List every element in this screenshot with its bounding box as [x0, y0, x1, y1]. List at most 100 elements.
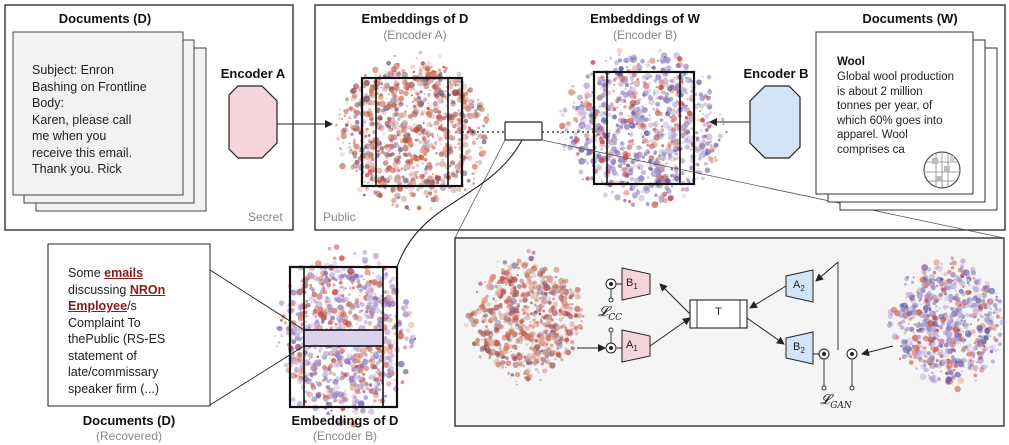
embedding-point — [645, 73, 651, 79]
embedding-point — [990, 359, 995, 364]
embedding-point — [498, 312, 502, 316]
embedding-point — [961, 370, 963, 373]
embedding-point — [598, 111, 605, 118]
embedding-point — [387, 71, 394, 78]
embedding-point — [952, 297, 955, 300]
embedding-point — [372, 66, 379, 74]
embedding-point — [321, 285, 326, 290]
embedding-point — [627, 142, 633, 149]
embedding-point — [383, 267, 387, 271]
embedding-point — [434, 70, 438, 75]
embedding-point — [941, 359, 948, 366]
embedding-point — [364, 151, 367, 154]
embedding-point — [617, 58, 623, 63]
embedding-point — [915, 322, 921, 328]
embedding-point — [932, 270, 937, 275]
embedding-point — [466, 178, 471, 183]
embedding-point — [994, 292, 998, 296]
embedding-point — [532, 294, 539, 300]
embedding-point — [364, 172, 370, 178]
embedding-point — [1000, 316, 1003, 319]
embedding-point — [541, 292, 548, 299]
embedding-point — [516, 258, 522, 264]
embedding-point — [438, 54, 442, 58]
embedding-point — [452, 112, 455, 116]
embedding-point — [326, 388, 333, 395]
embedding-point — [588, 106, 593, 111]
embedding-point — [946, 337, 953, 344]
embedding-point — [580, 123, 585, 128]
embedding-point — [574, 305, 581, 313]
embedding-point — [310, 357, 313, 359]
embedding-point — [960, 270, 966, 275]
embedding-point — [573, 325, 578, 330]
embedding-point — [440, 177, 447, 184]
embedding-point — [529, 301, 533, 305]
embedding-point — [902, 347, 909, 353]
embedding-point — [529, 346, 534, 351]
embedding-point — [296, 357, 302, 362]
embedding-point — [378, 126, 383, 130]
embedding-point — [662, 133, 665, 136]
embedding-point — [363, 180, 366, 183]
embedding-point — [584, 96, 588, 100]
embedding-point — [336, 315, 343, 323]
embedding-point — [535, 291, 538, 294]
embedding-point — [438, 121, 440, 124]
embedding-point — [340, 351, 344, 355]
embedding-point — [586, 152, 591, 156]
embedding-point — [547, 347, 550, 350]
embedding-point — [553, 333, 559, 338]
embedding-point — [989, 302, 991, 305]
embedding-point — [327, 312, 332, 316]
embedding-point — [430, 66, 433, 69]
embedding-point — [409, 315, 412, 318]
embedding-point — [390, 297, 394, 301]
embedding-point — [484, 341, 490, 347]
embeddings-w-title: Embeddings of W — [590, 11, 700, 26]
embedding-point — [377, 371, 382, 376]
embedding-point — [332, 400, 335, 403]
embedding-point — [372, 252, 379, 260]
embedding-point — [369, 144, 375, 151]
zoom-line-bottom — [209, 345, 305, 406]
embedding-point — [915, 309, 923, 316]
embedding-point — [888, 325, 892, 328]
embedding-point — [522, 316, 527, 320]
embedding-point — [404, 151, 407, 154]
embedding-point — [646, 88, 651, 93]
embedding-point — [973, 373, 978, 378]
embedding-point — [365, 295, 372, 302]
embedding-point — [582, 315, 585, 318]
embedding-point — [400, 127, 407, 134]
embedding-point — [371, 176, 373, 178]
embedding-point — [369, 316, 373, 319]
embedding-point — [594, 164, 602, 171]
embedding-point — [542, 329, 547, 335]
recovered-line: statement of — [68, 348, 208, 365]
embedding-point — [510, 353, 517, 360]
embedding-point — [467, 87, 474, 93]
embedding-point — [357, 375, 361, 378]
embedding-point — [598, 136, 603, 141]
embedding-point — [358, 150, 361, 153]
embedding-point — [340, 392, 347, 398]
embedding-point — [981, 292, 984, 295]
embedding-point — [550, 309, 554, 312]
embedding-point — [530, 290, 535, 294]
embedding-point — [364, 186, 369, 191]
embedding-point — [695, 131, 699, 135]
embedding-point — [697, 118, 701, 122]
embedding-point — [448, 81, 451, 84]
embedding-point — [397, 145, 402, 149]
embedding-point — [456, 91, 461, 96]
embedding-point — [439, 123, 444, 127]
embedding-point — [516, 295, 519, 297]
embedding-point — [907, 346, 913, 352]
embedding-point — [988, 287, 996, 295]
embedding-point — [602, 78, 606, 82]
embedding-point — [658, 84, 664, 91]
embedding-point — [304, 291, 307, 294]
embedding-point — [656, 156, 661, 162]
embedding-point — [464, 91, 469, 96]
